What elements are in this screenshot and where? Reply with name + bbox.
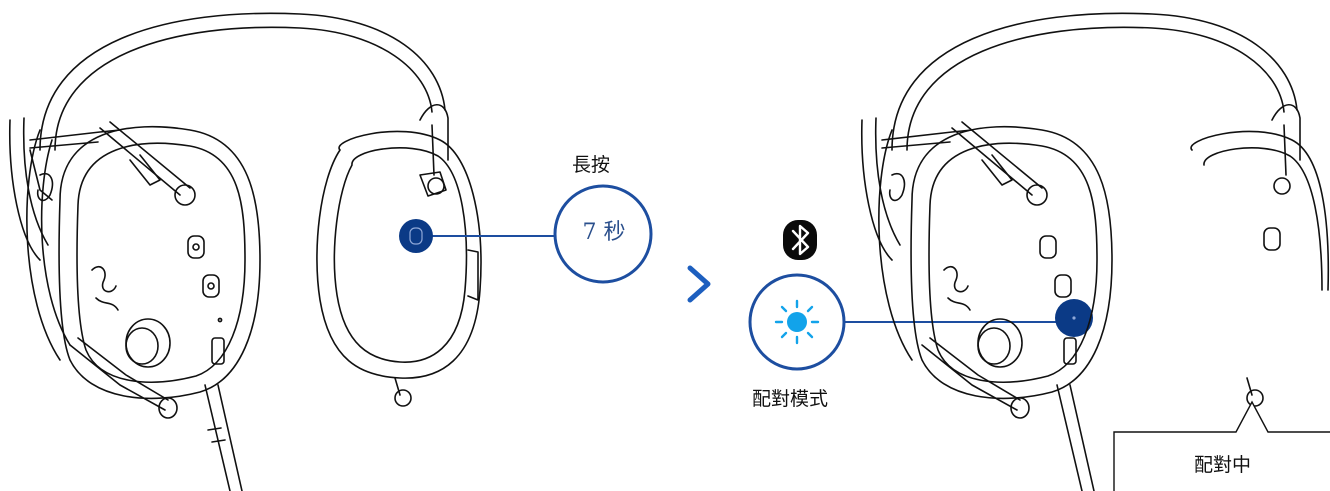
headset-left <box>8 12 482 491</box>
headset-right <box>860 12 1330 491</box>
led-blink-icon <box>748 273 1093 371</box>
chevron-right-icon <box>687 265 711 303</box>
duration-circle <box>553 184 653 284</box>
pairing-mode-label: 配對模式 <box>752 388 829 410</box>
press-label: 長按 <box>572 154 611 176</box>
bluetooth-icon <box>783 220 817 260</box>
bluetooth-button-marker <box>399 219 433 253</box>
duration-label: 7 秒 <box>582 220 626 245</box>
status-callout <box>1113 400 1330 491</box>
pairing-status-label: 配對中 <box>1194 454 1252 476</box>
callout-press-button <box>399 184 653 284</box>
